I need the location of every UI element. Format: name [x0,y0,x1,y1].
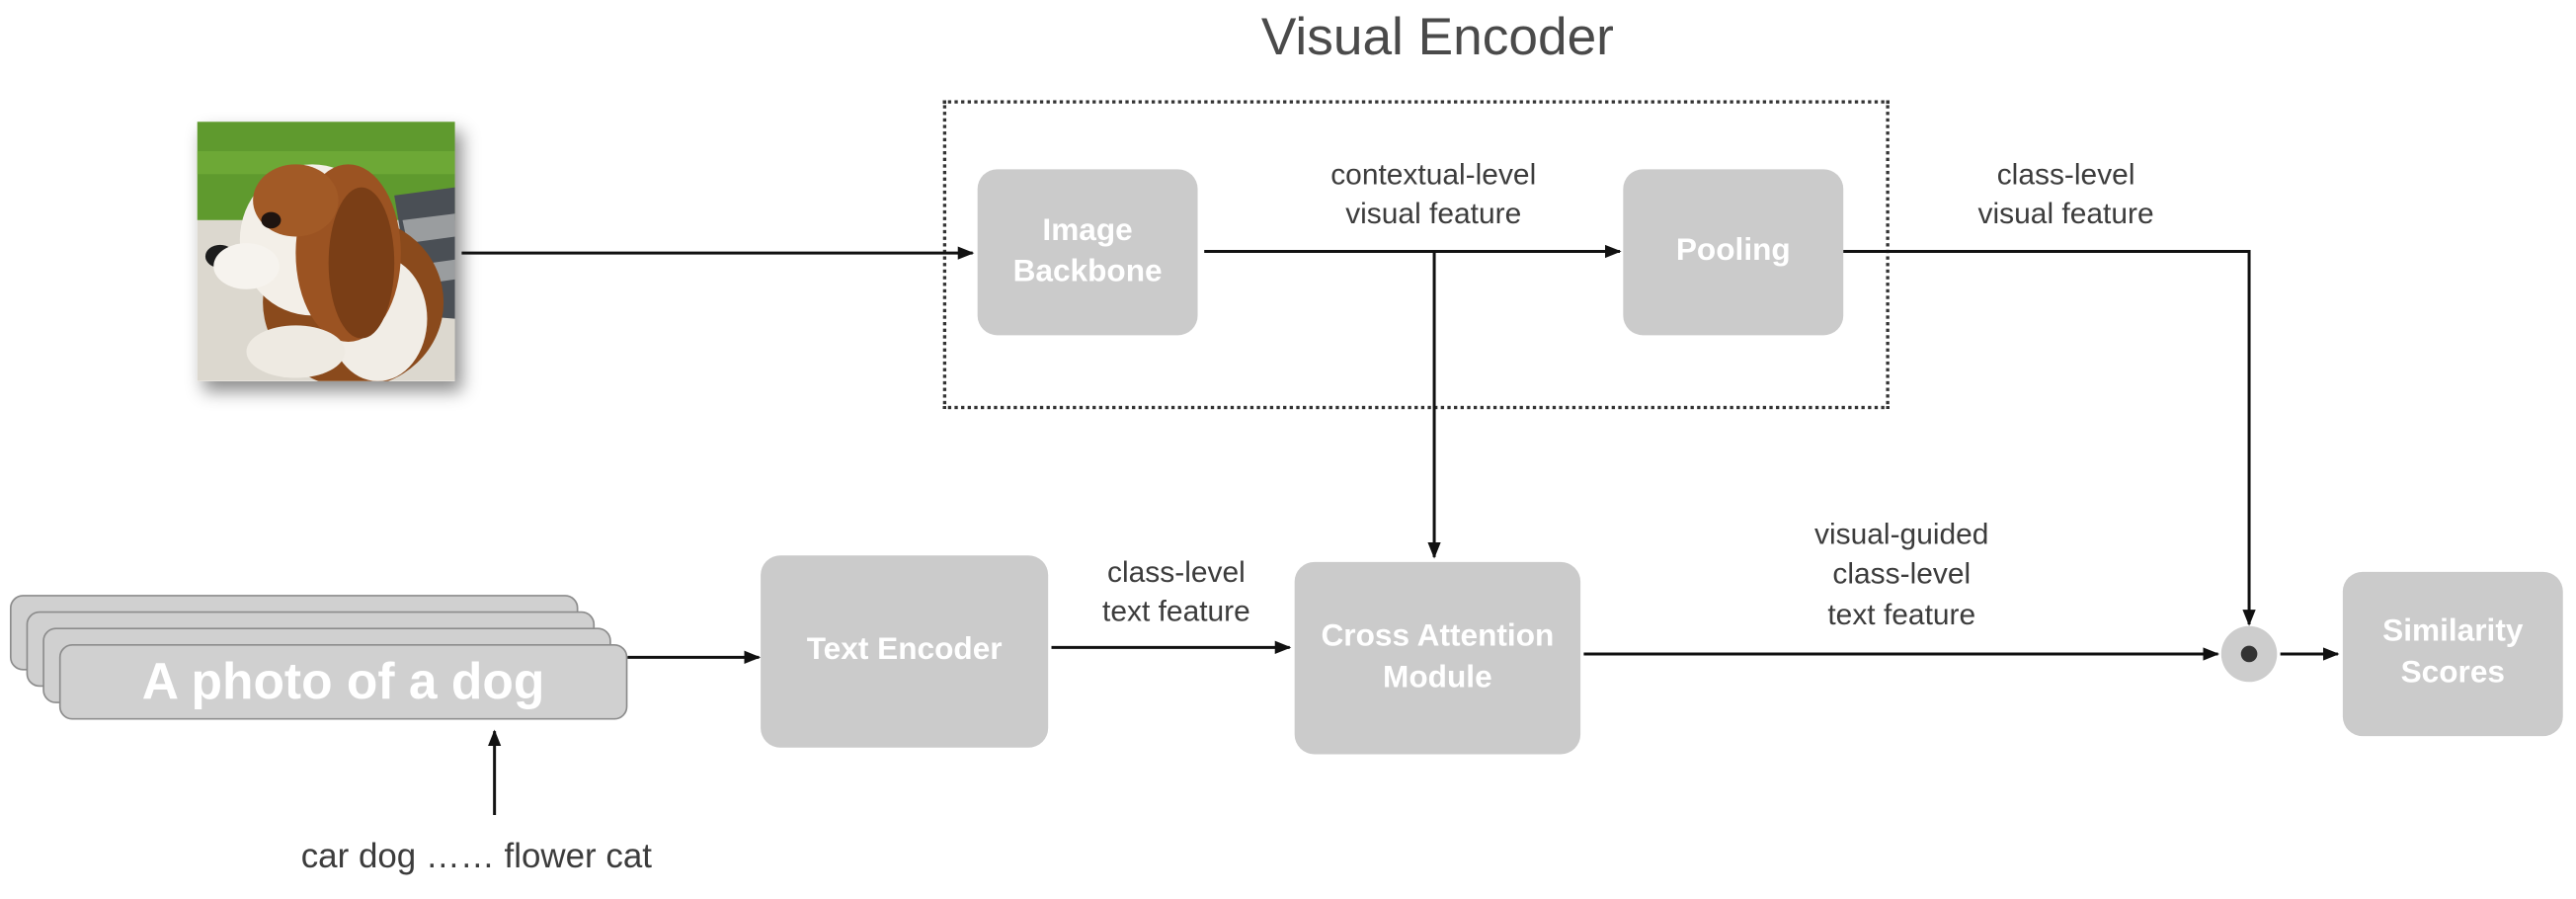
contextual-feature-label: contextual-level visual feature [1330,157,1537,231]
similarity-scores-node: Similarity Scores [2342,571,2563,737]
similarity-scores-label: Similarity Scores [2382,614,2524,691]
pooling-node: Pooling [1623,169,1844,336]
cross-attention-label: Cross Attention Module [1321,618,1555,695]
class-visual-feature-label: class-level visual feature [1977,157,2154,231]
prompt-card-text: A photo of a dog [141,652,545,710]
image-backbone-label: Image Backbone [1012,212,1163,288]
image-backbone-node: Image Backbone [977,169,1198,336]
pooling-label: Pooling [1675,233,1791,269]
visual-encoder-title: Visual Encoder [1260,6,1614,66]
prompt-card: A photo of a dog [58,644,628,720]
pooling-to-dot-arrow [1843,249,2256,626]
class-names-label: car dog …… flower cat [300,838,652,876]
text-encoder-node: Text Encoder [761,555,1049,748]
cross-attention-node: Cross Attention Module [1294,561,1581,755]
guided-feature-label: visual-guided class-level text feature [1814,517,1989,631]
dog-photo-art [197,122,455,381]
class-text-feature-label: class-level text feature [1102,555,1250,628]
visual-encoder-frame [942,100,1890,410]
dot-product-operator-icon [2220,625,2278,683]
text-encoder-label: Text Encoder [806,632,1003,668]
dog-photo-image [197,122,455,381]
